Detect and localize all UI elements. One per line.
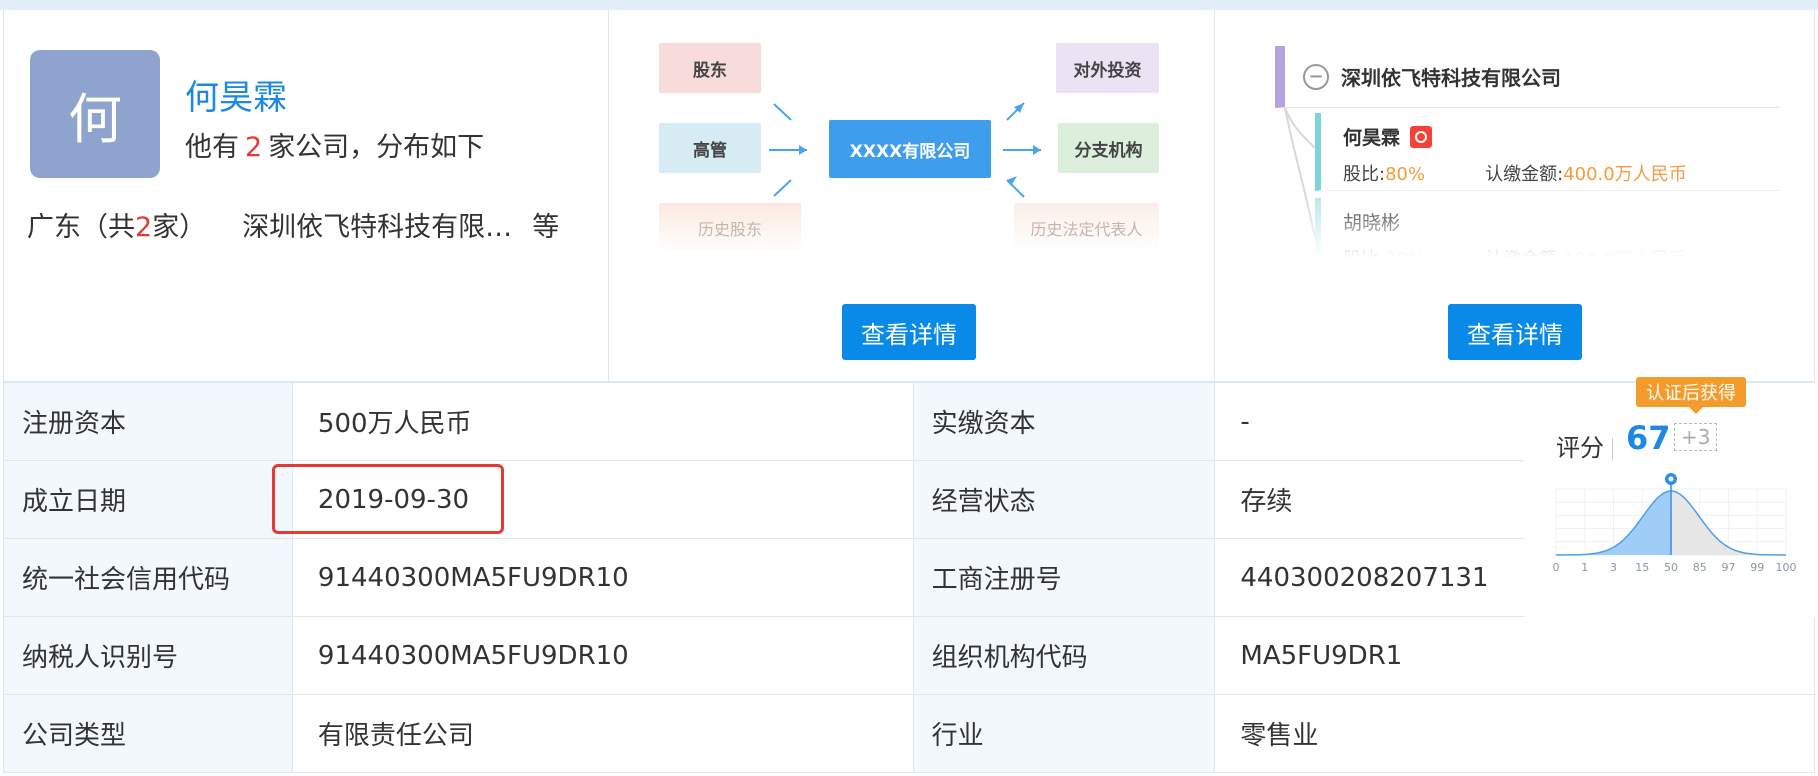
field-value: 零售业 bbox=[1214, 694, 1815, 773]
field-label: 注册资本 bbox=[3, 382, 293, 461]
field-label: 统一社会信用代码 bbox=[3, 538, 293, 617]
child-name: 何昊霖 bbox=[1343, 127, 1401, 149]
axis-tick-label: 50 bbox=[1664, 561, 1678, 574]
field-label: 工商注册号 bbox=[912, 538, 1216, 617]
region-suffix: 家） bbox=[152, 212, 207, 243]
table-row: 公司类型 有限责任公司 行业 零售业 bbox=[3, 694, 1815, 773]
field-value: 91440300MA5FU9DR10 bbox=[291, 616, 914, 695]
amount-label: 认缴金额: bbox=[1485, 249, 1563, 258]
auth-badge: 认证后获得 bbox=[1636, 377, 1746, 414]
axis-tick-label: 3 bbox=[1610, 561, 1617, 574]
field-label: 实缴资本 bbox=[912, 382, 1216, 461]
company-info-table: 注册资本 500万人民币 实缴资本 - 成立日期 2019-09-30 经营状态… bbox=[3, 382, 1815, 773]
tree-child[interactable]: 何昊霖 股比:80% 认缴金额:400.0万人民币 bbox=[1315, 113, 1780, 191]
region-count: 2 bbox=[135, 212, 153, 243]
target-icon bbox=[1410, 125, 1433, 148]
table-row: 纳税人识别号 91440300MA5FU9DR10 组织机构代码 MA5FU9D… bbox=[3, 616, 1815, 695]
node-center-company: XXXX有限公司 bbox=[829, 120, 991, 178]
relation-graph-panel: 股东 高管 历史股东 XXXX有限公司 对外投资 分支机构 历史法定代表人 查看… bbox=[609, 10, 1215, 382]
amount-value: 100.0万人民币 bbox=[1563, 249, 1687, 258]
score-marker-dot bbox=[1668, 476, 1674, 482]
table-row: 统一社会信用代码 91440300MA5FU9DR10 工商注册号 440300… bbox=[3, 538, 1815, 617]
field-value: 91440300MA5FU9DR10 bbox=[291, 538, 914, 617]
score-distribution-chart: 0 1 3 15 50 85 97 99 100 bbox=[1553, 473, 1797, 574]
node-branch: 分支机构 bbox=[1058, 123, 1159, 173]
region-distribution: 广东（共2家） 深圳依飞特科技有限… 等 bbox=[27, 205, 559, 244]
ratio-label: 股比: bbox=[1343, 249, 1385, 258]
ratio-value: 20% bbox=[1385, 249, 1425, 258]
field-label: 纳税人识别号 bbox=[3, 616, 293, 695]
node-shareholder: 股东 bbox=[659, 43, 761, 93]
amount-value: 400.0万人民币 bbox=[1563, 164, 1687, 185]
score-value: 67 bbox=[1626, 419, 1671, 457]
node-history-shareholder: 历史股东 bbox=[659, 203, 801, 253]
axis-tick-label: 15 bbox=[1635, 561, 1649, 574]
region-prefix: 广东（共 bbox=[27, 212, 135, 243]
field-value: - bbox=[1214, 382, 1530, 461]
table-row: 成立日期 2019-09-30 经营状态 存续 bbox=[3, 460, 1815, 539]
table-row: 注册资本 500万人民币 实缴资本 - bbox=[3, 382, 1815, 617]
summary-prefix: 他有 bbox=[185, 132, 239, 163]
child-name: 胡晓彬 bbox=[1343, 212, 1401, 234]
tree-child[interactable]: 胡晓彬 股比:20% 认缴金额:100.0万人民币 bbox=[1315, 198, 1780, 258]
collapse-icon[interactable]: − bbox=[1303, 63, 1329, 90]
field-value: MA5FU9DR1 bbox=[1214, 616, 1815, 695]
company-count: 2 bbox=[245, 132, 263, 163]
field-value: 500万人民币 bbox=[291, 382, 914, 461]
field-value: 有限责任公司 bbox=[291, 694, 914, 773]
avatar: 何 bbox=[30, 50, 160, 178]
score-widget[interactable]: 认证后获得 评分 67 +3 0 1 3 15 50 85 97 99 100 bbox=[1524, 377, 1815, 617]
field-label: 组织机构代码 bbox=[912, 616, 1216, 695]
field-label: 公司类型 bbox=[3, 694, 293, 773]
region-more: 等 bbox=[532, 212, 560, 243]
axis-tick-label: 1 bbox=[1581, 561, 1588, 574]
axis-tick-label: 97 bbox=[1722, 561, 1736, 574]
field-value: 存续 bbox=[1214, 460, 1530, 539]
relation-arrows bbox=[769, 102, 1041, 198]
relation-detail-button[interactable]: 查看详情 bbox=[842, 304, 976, 360]
summary-suffix: 家公司，分布如下 bbox=[268, 132, 485, 163]
equity-tree: − 深圳依飞特科技有限公司 何昊霖 股比:80%认缴金额:400.0万人民币 胡… bbox=[1275, 38, 1780, 258]
axis-tick-label: 0 bbox=[1553, 561, 1560, 574]
axis-tick-label: 99 bbox=[1750, 561, 1764, 574]
person-name-link[interactable]: 何昊霖 bbox=[185, 78, 287, 118]
equity-tree-panel: − 深圳依飞特科技有限公司 何昊霖 股比:80%认缴金额:400.0万人民币 胡… bbox=[1215, 10, 1815, 382]
field-value: 2019-09-30 bbox=[291, 460, 914, 539]
region-company-link[interactable]: 深圳依飞特科技有限… bbox=[242, 212, 513, 243]
tree-root-name: 深圳依飞特科技有限公司 bbox=[1341, 66, 1561, 90]
score-delta: +3 bbox=[1674, 423, 1718, 451]
field-value: 440300208207131 bbox=[1214, 538, 1530, 617]
node-history-legal: 历史法定代表人 bbox=[1014, 203, 1159, 253]
amount-label: 认缴金额: bbox=[1485, 164, 1564, 185]
score-label: 评分 bbox=[1556, 428, 1621, 463]
field-label: 成立日期 bbox=[3, 460, 293, 539]
axis-tick-label: 85 bbox=[1693, 561, 1707, 574]
node-manager: 高管 bbox=[659, 123, 761, 173]
score-area bbox=[1556, 491, 1671, 555]
equity-detail-button[interactable]: 查看详情 bbox=[1448, 304, 1582, 360]
field-label: 行业 bbox=[912, 694, 1216, 773]
tree-root[interactable]: − 深圳依飞特科技有限公司 bbox=[1275, 46, 1780, 108]
field-label: 经营状态 bbox=[912, 460, 1216, 539]
node-investment: 对外投资 bbox=[1056, 43, 1159, 93]
ratio-value: 80% bbox=[1385, 164, 1426, 185]
axis-tick-label: 100 bbox=[1776, 561, 1797, 574]
ratio-label: 股比: bbox=[1343, 164, 1386, 185]
